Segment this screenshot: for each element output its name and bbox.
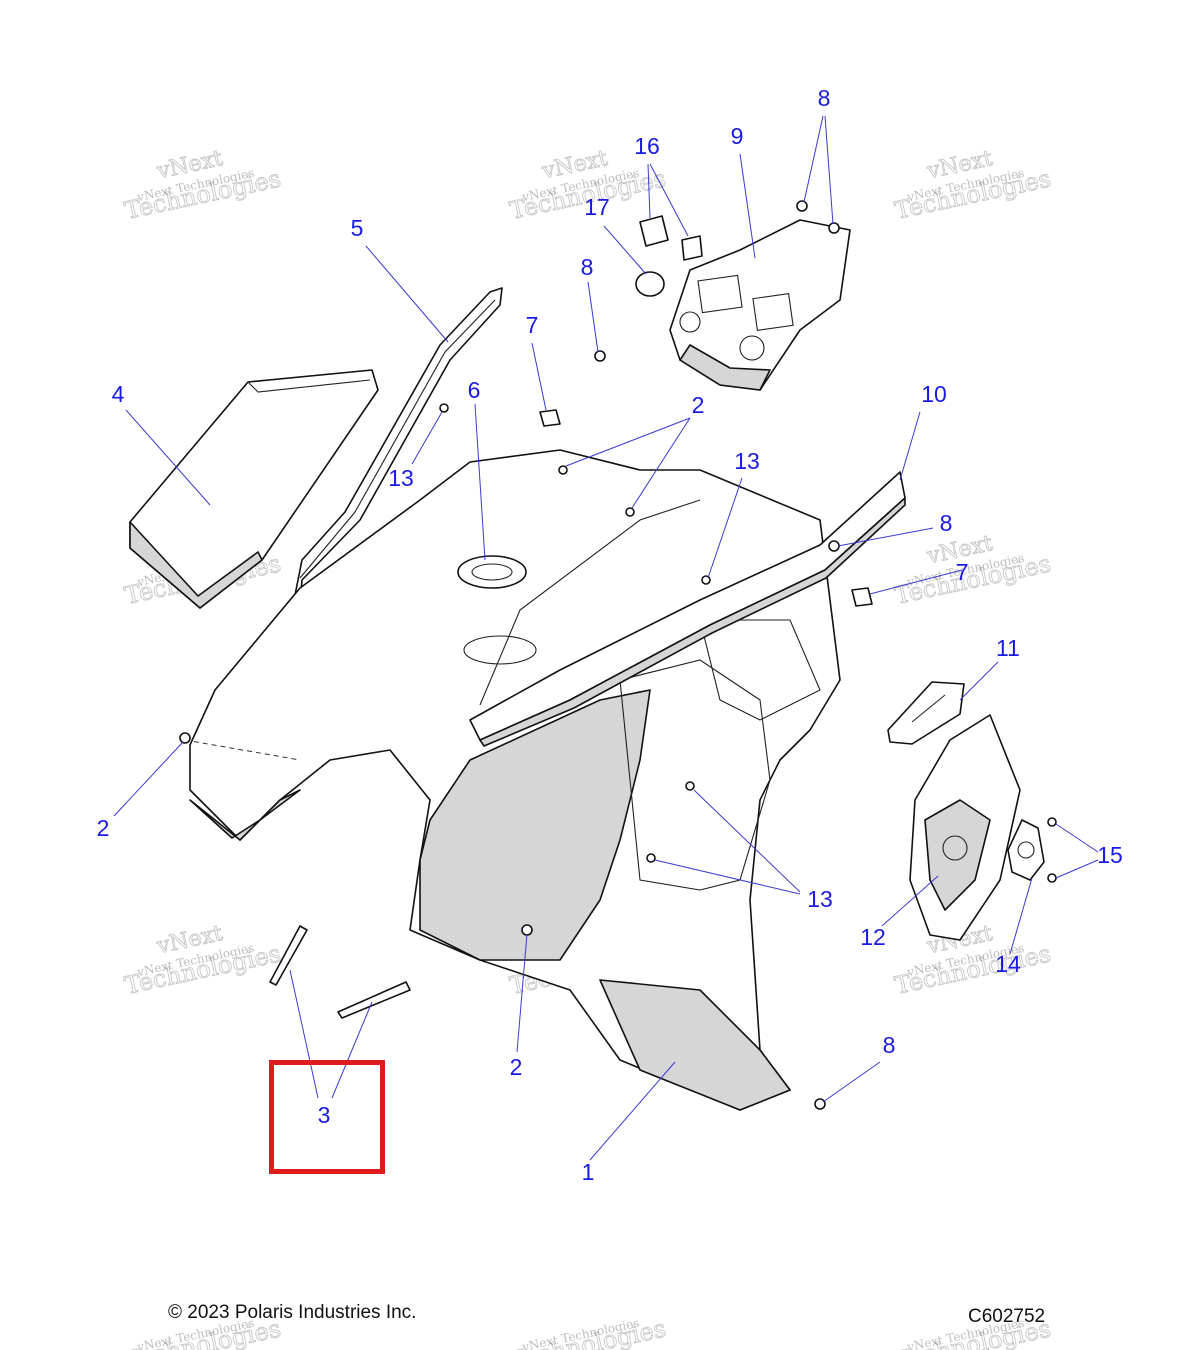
callout-9[interactable]: 9 bbox=[731, 123, 744, 149]
callout-labels: 1 2 2 2 3 4 5 6 7 7 8 8 8 8 9 10 11 12 1… bbox=[97, 85, 1123, 1185]
part-11-cover bbox=[887, 681, 965, 745]
part-9-console bbox=[669, 219, 851, 391]
callout-5[interactable]: 5 bbox=[351, 215, 364, 241]
callout-7-top[interactable]: 7 bbox=[526, 312, 539, 338]
leader-lines bbox=[113, 115, 1099, 1161]
part-10-side-rail bbox=[469, 471, 906, 747]
part-3-rods bbox=[269, 925, 411, 1019]
callout-13-left[interactable]: 13 bbox=[388, 465, 414, 491]
callout-12[interactable]: 12 bbox=[860, 924, 886, 950]
callout-13-mid[interactable]: 13 bbox=[734, 448, 760, 474]
part-12-bracket bbox=[909, 714, 1021, 941]
part-17-plug bbox=[635, 271, 665, 297]
callout-14[interactable]: 14 bbox=[995, 951, 1021, 977]
callout-16[interactable]: 16 bbox=[634, 133, 660, 159]
callout-17[interactable]: 17 bbox=[584, 194, 610, 220]
callout-2-left[interactable]: 2 bbox=[97, 815, 110, 841]
callout-1[interactable]: 1 bbox=[582, 1159, 595, 1185]
fasteners bbox=[179, 200, 1057, 1110]
part-14-gasket bbox=[1007, 819, 1045, 881]
callout-8-top[interactable]: 8 bbox=[818, 85, 831, 111]
callout-7-right[interactable]: 7 bbox=[956, 559, 969, 585]
callout-15[interactable]: 15 bbox=[1097, 842, 1123, 868]
callout-4[interactable]: 4 bbox=[112, 381, 125, 407]
callout-8-right[interactable]: 8 bbox=[940, 510, 953, 536]
callout-8-bottom[interactable]: 8 bbox=[883, 1032, 896, 1058]
callout-3[interactable]: 3 bbox=[318, 1102, 331, 1128]
highlight-box-callout-3[interactable] bbox=[269, 1060, 385, 1174]
callout-10[interactable]: 10 bbox=[921, 381, 947, 407]
part-1-body-panel bbox=[184, 449, 841, 1111]
callout-13-bottom[interactable]: 13 bbox=[807, 886, 833, 912]
part-16-clips bbox=[639, 215, 703, 261]
copyright-text: © 2023 Polaris Industries Inc. bbox=[168, 1302, 417, 1323]
callout-2-bottom[interactable]: 2 bbox=[510, 1054, 523, 1080]
part-4-seat-pad bbox=[129, 369, 379, 609]
callout-8-mid[interactable]: 8 bbox=[581, 254, 594, 280]
callout-6[interactable]: 6 bbox=[468, 377, 481, 403]
callout-11[interactable]: 11 bbox=[996, 635, 1020, 661]
drawing-id: C602752 bbox=[968, 1306, 1046, 1327]
callout-2-top[interactable]: 2 bbox=[692, 392, 705, 418]
